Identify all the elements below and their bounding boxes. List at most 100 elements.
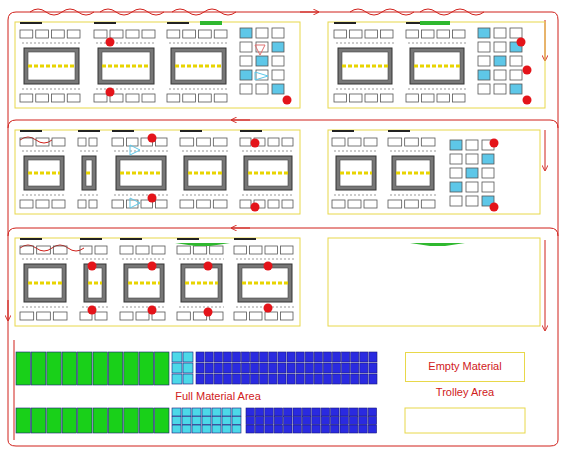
rack-slot	[222, 417, 231, 425]
small-box	[450, 140, 462, 150]
marker-dot	[106, 38, 115, 47]
area-name: Empty Material	[428, 360, 501, 373]
rack-slot	[342, 363, 350, 373]
rack-slot	[342, 374, 350, 384]
rack-slot	[196, 374, 204, 384]
rack-slot	[260, 374, 268, 384]
marker-dot	[251, 203, 260, 212]
rack-slot	[260, 363, 268, 373]
station	[20, 238, 68, 320]
small-box	[482, 182, 494, 192]
rack-slot	[246, 425, 254, 433]
rack-slot	[212, 417, 221, 425]
rack-slot	[351, 374, 359, 384]
station	[234, 238, 294, 320]
rack-slot	[349, 417, 357, 425]
marker-dot	[148, 262, 157, 271]
small-box	[494, 28, 506, 38]
rack-slot	[278, 352, 286, 362]
rack-slot	[78, 408, 92, 433]
rack-slot	[223, 363, 231, 373]
rack-slot	[202, 408, 211, 416]
rack-slot	[139, 408, 153, 433]
line-panels	[15, 22, 545, 433]
rack-slot	[287, 374, 295, 384]
small-box	[510, 56, 522, 66]
small-box	[478, 42, 490, 52]
rack-slot	[47, 408, 61, 433]
rack-slot	[251, 363, 259, 373]
rack-slot	[172, 374, 182, 384]
small-box	[450, 196, 462, 206]
small-box	[256, 84, 268, 94]
rack-slot	[183, 374, 193, 384]
rack-slot	[323, 363, 331, 373]
small-box	[466, 168, 478, 178]
rack-slot	[340, 408, 348, 416]
rack-slot	[293, 417, 301, 425]
marker-dot	[148, 194, 157, 203]
rack-slot	[287, 352, 295, 362]
small-box	[256, 28, 268, 38]
station	[334, 22, 394, 102]
station	[112, 130, 168, 208]
area-label: Trolley Area	[436, 386, 494, 399]
rack-slot	[296, 352, 304, 362]
small-box	[510, 28, 522, 38]
rack-slot	[246, 408, 254, 416]
station	[80, 238, 108, 320]
rack-slot	[108, 352, 122, 385]
rack-slot	[232, 425, 241, 433]
rack-slot	[314, 363, 322, 373]
rack-slot	[246, 417, 254, 425]
rack-slot	[274, 425, 282, 433]
rack-slot	[223, 374, 231, 384]
rack-slot	[232, 363, 240, 373]
rack-slot	[284, 417, 292, 425]
rack-slot	[305, 374, 313, 384]
rack-slot	[222, 425, 231, 433]
rack-slot	[192, 417, 201, 425]
marker-dot	[523, 66, 532, 75]
small-box	[240, 56, 252, 66]
rack-slot	[265, 417, 273, 425]
rack-slot	[265, 425, 273, 433]
rack-slot	[196, 352, 204, 362]
rack-slot	[278, 374, 286, 384]
rack-slot	[222, 408, 231, 416]
rack-slot	[349, 408, 357, 416]
rack-slot	[302, 417, 310, 425]
small-box	[466, 140, 478, 150]
station	[240, 130, 294, 208]
small-box	[478, 84, 490, 94]
small-box	[272, 42, 284, 52]
rack-slot	[287, 363, 295, 373]
rack-slot	[265, 408, 273, 416]
rack-slot	[255, 425, 263, 433]
marker-dot	[490, 139, 499, 148]
material-racks	[16, 352, 377, 433]
rack-slot	[302, 425, 310, 433]
rack-slot	[192, 425, 201, 433]
rack-slot	[155, 352, 169, 385]
rack-slot	[274, 417, 282, 425]
small-box	[240, 84, 252, 94]
rack-slot	[284, 425, 292, 433]
rack-slot	[351, 352, 359, 362]
rack-slot	[359, 417, 367, 425]
station	[20, 130, 66, 208]
rack-slot	[369, 374, 377, 384]
rack-slot	[108, 408, 122, 433]
rack-slot	[314, 352, 322, 362]
rack-slot	[312, 408, 320, 416]
small-box	[510, 84, 522, 94]
marker-dot	[490, 203, 499, 212]
marker-dot	[251, 139, 260, 148]
rack-slot	[314, 374, 322, 384]
rack-slot	[242, 374, 250, 384]
rack-slot	[205, 352, 213, 362]
rack-slot	[323, 374, 331, 384]
